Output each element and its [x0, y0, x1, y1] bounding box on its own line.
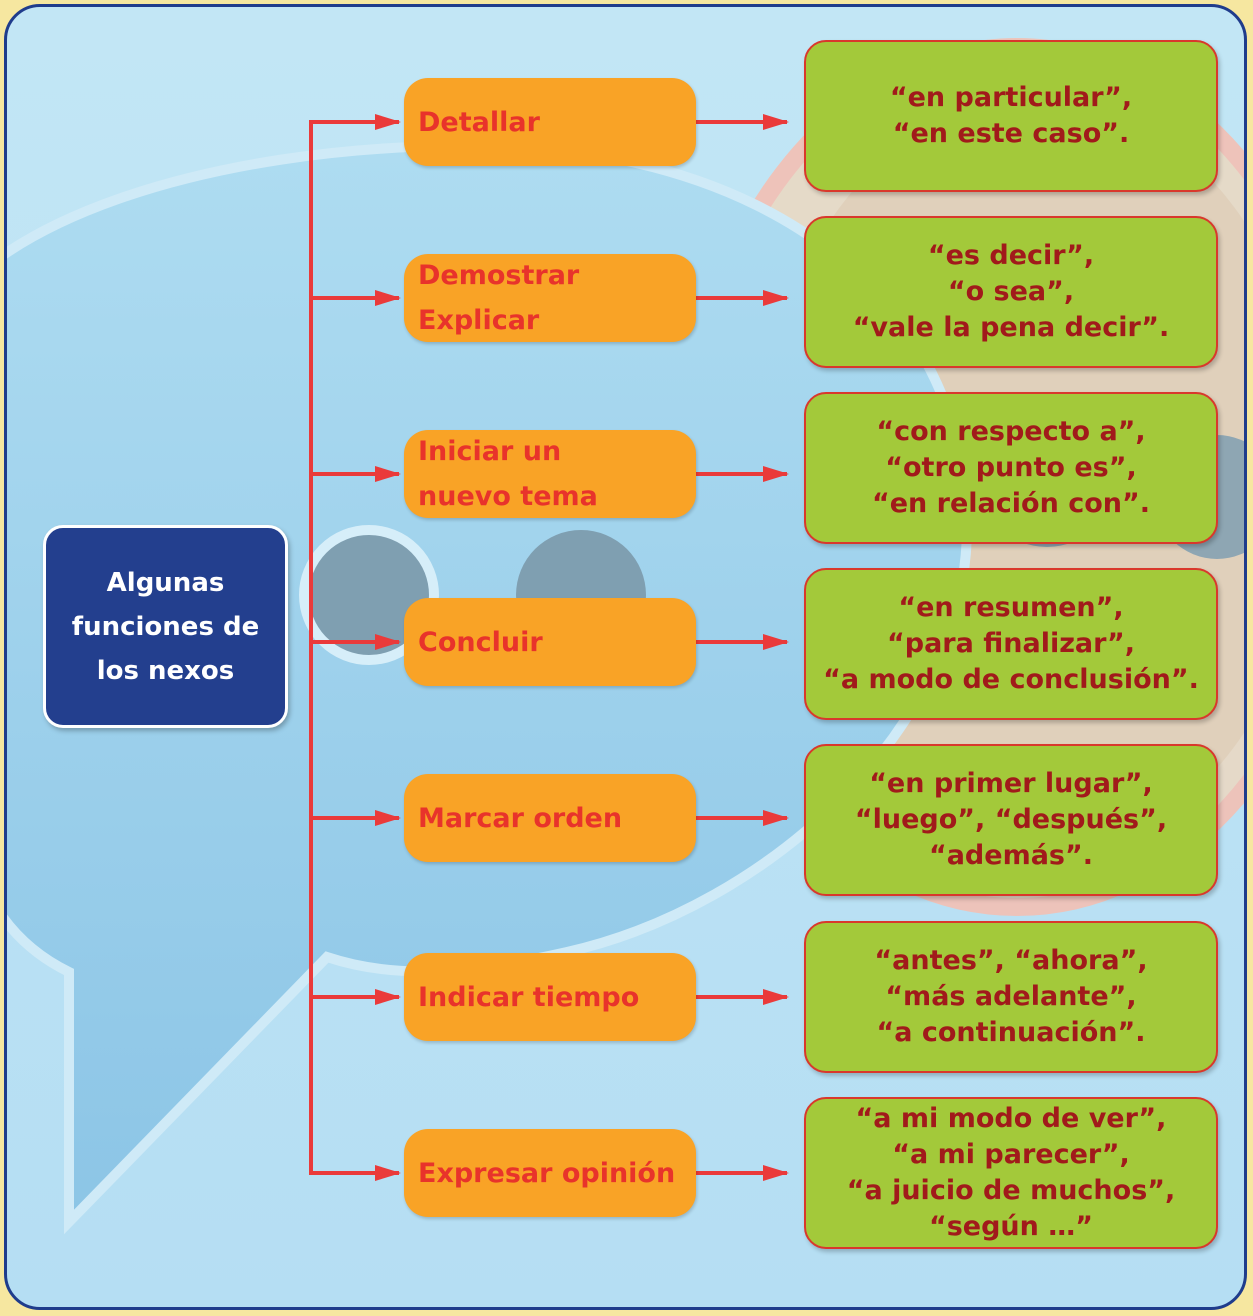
- examples-box: “antes”, “ahora”, “más adelante”, “a con…: [804, 921, 1218, 1073]
- examples-box: “en particular”, “en este caso”.: [804, 40, 1218, 192]
- examples-box: “es decir”, “o sea”, “vale la pena decir…: [804, 216, 1218, 368]
- function-box: Expresar opinión: [404, 1129, 696, 1217]
- function-box: Marcar orden: [404, 774, 696, 862]
- function-box: Demostrar Explicar: [404, 254, 696, 342]
- examples-box: “en resumen”, “para finalizar”, “a modo …: [804, 568, 1218, 720]
- background-dot: [299, 525, 439, 665]
- root-node: Algunas funciones de los nexos: [43, 525, 288, 728]
- function-box: Detallar: [404, 78, 696, 166]
- examples-box: “en primer lugar”, “luego”, “después”, “…: [804, 744, 1218, 896]
- diagram-frame: Algunas funciones de los nexos Detallar “…: [4, 4, 1247, 1310]
- function-box: Concluir: [404, 598, 696, 686]
- connector-lines: [309, 114, 789, 1181]
- examples-box: “con respecto a”, “otro punto es”, “en r…: [804, 392, 1218, 544]
- examples-box: “a mi modo de ver”, “a mi parecer”, “a j…: [804, 1097, 1218, 1249]
- function-box: Indicar tiempo: [404, 953, 696, 1041]
- function-box: Iniciar un nuevo tema: [404, 430, 696, 518]
